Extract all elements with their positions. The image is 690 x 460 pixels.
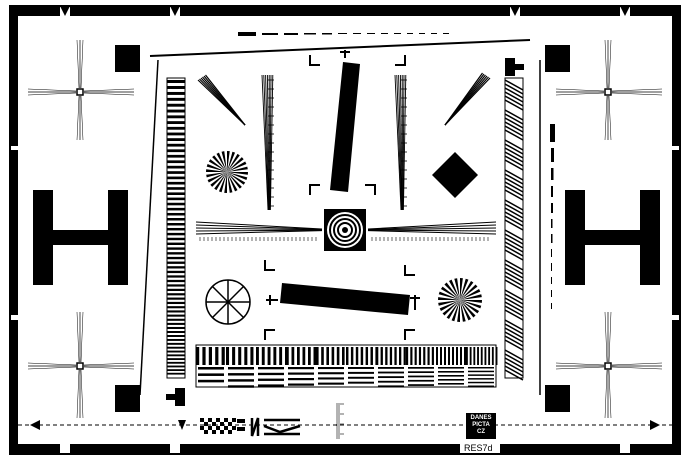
logo-line-2: PICTA: [472, 422, 490, 428]
bottom-grating-blocks: [195, 344, 498, 388]
slanted-bar-horizontal: [280, 283, 410, 315]
bottom-frame-bars: [10, 444, 680, 454]
frame-arrows: [30, 420, 660, 430]
diagonal-wedge-left: [197, 74, 246, 126]
left-h-shape: [33, 190, 128, 285]
zigzag-pattern: [250, 417, 301, 437]
vertical-wedge-right: [394, 74, 407, 211]
square-top-right: [545, 45, 570, 72]
checker-pattern: [200, 418, 245, 434]
inner-frame-top: [149, 39, 531, 57]
chart-code: RES7d: [464, 443, 493, 453]
misc-blocks: [166, 58, 524, 406]
top-frame-bars: [10, 6, 680, 16]
corner-star-top-left: [27, 39, 135, 141]
black-diamond: [432, 152, 478, 198]
square-bottom-right: [545, 385, 570, 412]
horizontal-wedge: [195, 221, 497, 241]
side-frame-bars: [10, 16, 680, 444]
siemens-star-top: [206, 151, 248, 193]
danes-picta-logo: DANES PICTA CZ: [466, 413, 496, 439]
corner-star-bottom-right: [555, 311, 663, 419]
diagonal-wedge-right: [444, 72, 491, 126]
center-target: [324, 209, 366, 251]
right-resolution-strip: [504, 77, 524, 381]
spoke-wheel: [205, 279, 251, 325]
square-bottom-left: [115, 385, 140, 412]
center-brackets: [264, 50, 420, 340]
vertical-wedge-left: [261, 74, 274, 211]
right-bar-scale: [550, 124, 555, 309]
inner-frame-left: [139, 59, 159, 396]
bottom-mini-ruler: [336, 403, 344, 439]
logo-line-1: DANES: [470, 415, 492, 421]
logo-line-3: CZ: [477, 429, 485, 435]
top-bar-scale: [238, 32, 449, 36]
siemens-star-bottom: [438, 278, 482, 322]
square-top-left: [115, 45, 140, 72]
corner-star-bottom-left: [27, 311, 135, 419]
corner-star-top-right: [555, 39, 663, 141]
right-h-shape: [565, 190, 660, 285]
slanted-bar-vertical: [330, 62, 360, 192]
left-resolution-strip: [166, 77, 186, 379]
